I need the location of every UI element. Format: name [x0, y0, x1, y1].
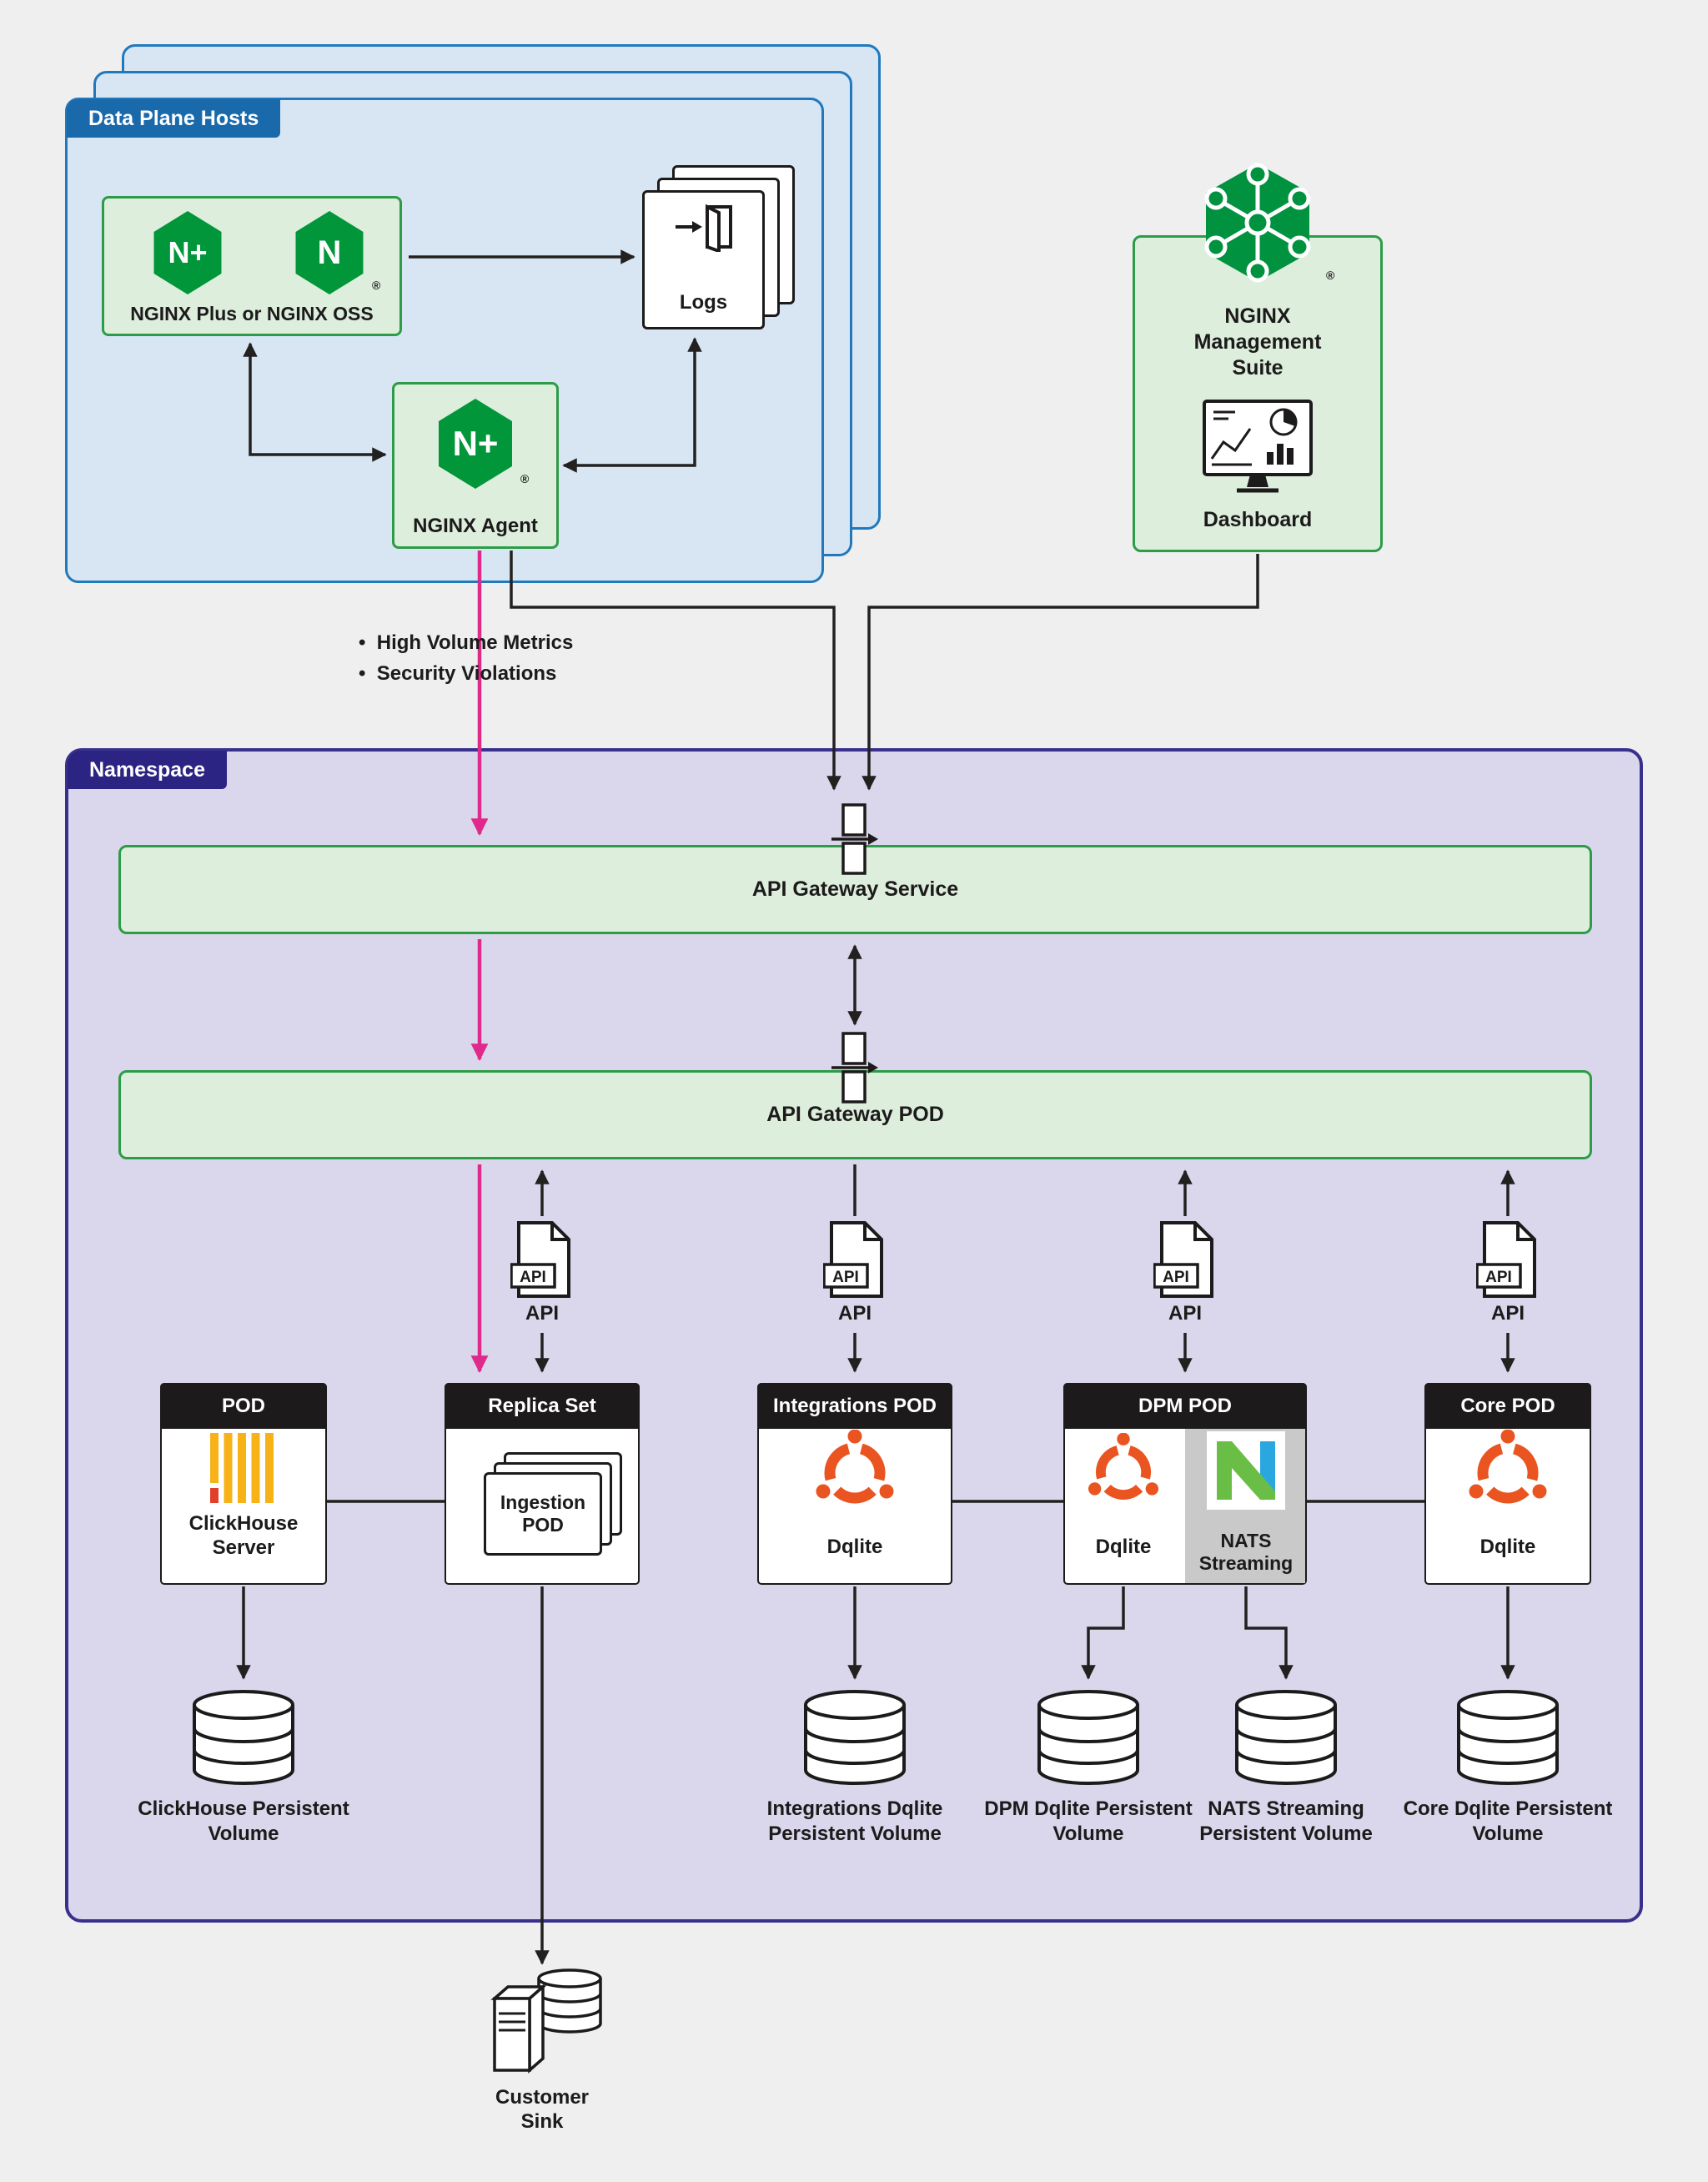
database-cylinder-icon — [193, 1690, 294, 1785]
ingestion-pod-label: Ingestion POD — [500, 1491, 586, 1536]
integrations-pod-label: Dqlite — [826, 1536, 883, 1558]
hexagon-network-icon — [1204, 163, 1311, 283]
integrations-pod: Integrations POD — [757, 1383, 952, 1585]
nats-volume-label: NATS Streaming Persistent Volume — [1199, 1797, 1373, 1845]
svg-text:API: API — [1163, 1269, 1189, 1286]
dqlite-logo-icon — [816, 1430, 894, 1504]
registered-mark: ® — [520, 472, 530, 485]
svg-text:API: API — [1485, 1269, 1512, 1286]
integrations-volume-label: Integrations Dqlite Persistent Volume — [766, 1797, 943, 1845]
nginx-agent-icon: N+ — [439, 399, 512, 489]
nats-logo-icon — [1217, 1441, 1275, 1500]
api-document-icon: API — [1153, 1221, 1213, 1298]
core-volume-label: Core Dqlite Persistent Volume — [1403, 1797, 1613, 1845]
core-pod-header: Core POD — [1424, 1383, 1591, 1429]
agent-output-notes: High Volume Metrics Security Violations — [359, 627, 642, 689]
nats-streaming-label: NATS Streaming — [1198, 1530, 1294, 1574]
dpm-pod-header: DPM POD — [1063, 1383, 1307, 1429]
clickhouse-pod: POD — [160, 1383, 327, 1585]
management-suite-box — [1133, 235, 1383, 552]
core-pod: Core POD — [1424, 1383, 1591, 1585]
database-cylinder-icon — [1457, 1690, 1559, 1785]
registered-mark: ® — [1326, 269, 1335, 282]
database-cylinder-icon — [804, 1690, 906, 1785]
api-label: API — [1168, 1302, 1202, 1325]
replica-set-header: Replica Set — [445, 1383, 640, 1429]
clickhouse-pod-label: ClickHouse Server — [188, 1512, 299, 1559]
namespace-label: Namespace — [68, 751, 227, 789]
customer-sink-label: Customer Sink — [495, 2086, 590, 2133]
clickhouse-logo-icon — [210, 1433, 274, 1503]
logs-page-front — [642, 190, 765, 329]
registered-mark: ® — [372, 279, 381, 292]
service-connector-icon — [831, 1032, 878, 1104]
open-door-logs-icon — [676, 204, 732, 252]
api-document-icon: API — [1476, 1221, 1536, 1298]
api-label: API — [1490, 1302, 1525, 1325]
clickhouse-pod-header: POD — [160, 1383, 327, 1429]
dashboard-label: Dashboard — [1203, 508, 1313, 531]
dpm-dqlite-label: Dqlite — [1095, 1536, 1152, 1558]
svg-text:API: API — [520, 1269, 546, 1286]
dpm-volume-label: DPM Dqlite Persistent Volume — [984, 1797, 1193, 1845]
svg-text:API: API — [832, 1269, 859, 1286]
management-suite-title: NGINX Management Suite — [1193, 304, 1322, 380]
database-cylinder-icon — [1037, 1690, 1139, 1785]
api-document-icon: API — [510, 1221, 570, 1298]
logs-label: Logs — [679, 291, 728, 314]
note-high-volume-metrics: High Volume Metrics — [359, 627, 642, 658]
integrations-pod-header: Integrations POD — [757, 1383, 952, 1429]
dqlite-logo-icon — [1088, 1433, 1159, 1500]
server-box-database-icon — [490, 1968, 602, 2074]
api-document-icon: API — [823, 1221, 883, 1298]
nginx-agent-label: NGINX Agent — [413, 515, 538, 537]
core-pod-label: Dqlite — [1479, 1536, 1536, 1558]
api-label: API — [525, 1302, 559, 1325]
data-plane-hosts-label: Data Plane Hosts — [67, 99, 281, 138]
database-cylinder-icon — [1235, 1690, 1337, 1785]
monitor-dashboard-icon — [1203, 400, 1313, 493]
ingestion-pod-box: Ingestion POD — [484, 1472, 602, 1556]
api-label: API — [837, 1302, 872, 1325]
note-security-violations: Security Violations — [359, 658, 642, 689]
nginx-plus-oss-label: NGINX Plus or NGINX OSS — [130, 303, 374, 324]
clickhouse-volume-label: ClickHouse Persistent Volume — [138, 1797, 349, 1845]
dqlite-logo-icon — [1469, 1430, 1547, 1504]
service-connector-icon — [831, 803, 878, 875]
